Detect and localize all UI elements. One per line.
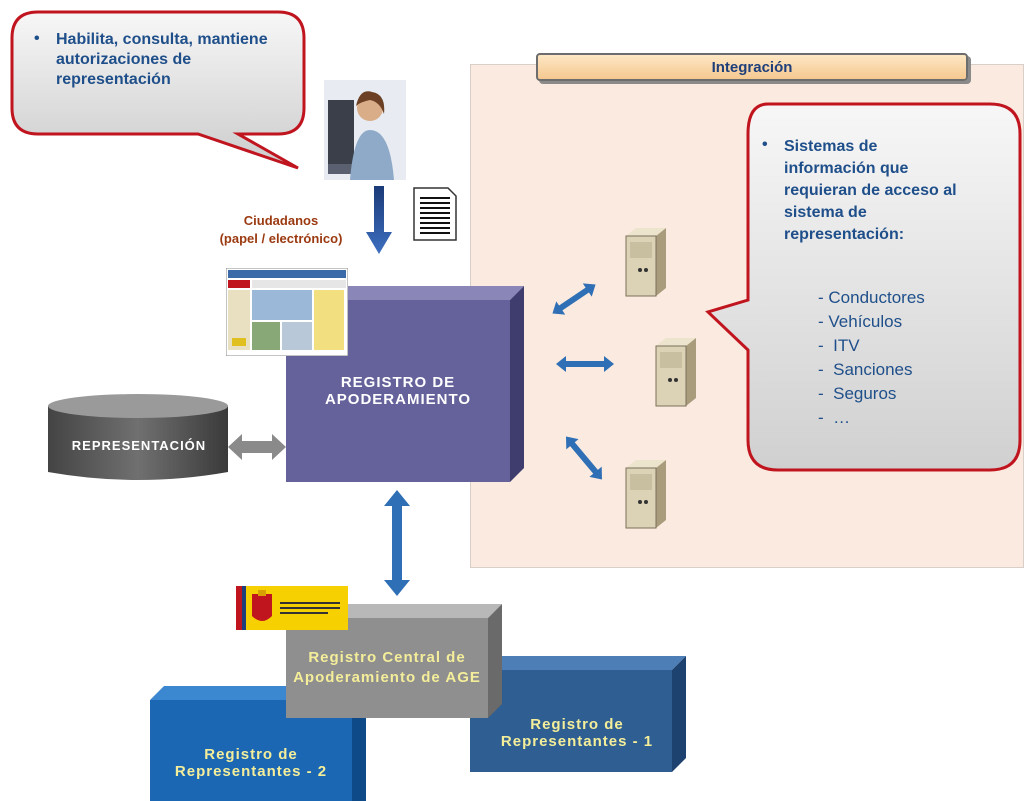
server-link-arrow-2-icon (556, 356, 614, 372)
callout-systems-text: Sistemas de información que requieran de… (784, 138, 957, 243)
systems-list: - Conductores - Vehículos - ITV - Sancio… (818, 286, 925, 430)
central-link-arrow-icon (384, 490, 410, 596)
document-icon (413, 187, 457, 241)
website-screenshot-image (226, 268, 348, 356)
registro-representantes-1-box: Registro de Representantes - 1 (500, 716, 654, 750)
callout-systems-bullet: • (762, 136, 768, 153)
database-link-arrow-icon (228, 434, 286, 460)
representacion-database (48, 394, 228, 480)
registro-representantes-1-box-3d (470, 656, 686, 772)
systems-list-item: - Seguros (818, 384, 897, 403)
server-link-arrow-3-icon (566, 436, 602, 480)
callout-user-bullet: • (34, 30, 40, 47)
systems-list-item: - ITV (818, 336, 860, 355)
representacion-label: REPRESENTACIÓN (71, 438, 207, 453)
integration-title: Integración (536, 53, 968, 81)
server-3-icon (625, 460, 666, 529)
registro-central-box-3d (286, 604, 502, 718)
server-1-icon (625, 228, 666, 297)
registro-representantes-2-box: Registro de Representantes - 2 (174, 745, 328, 780)
citizens-label-line2: (papel / electrónico) (219, 231, 343, 246)
systems-list-item: - Sanciones (818, 360, 913, 379)
systems-list-item: - Conductores (818, 288, 925, 307)
registro-apoderamiento-box: REGISTRO DE APODERAMIENTO (286, 300, 510, 482)
citizens-label-line1: Ciudadanos (243, 213, 319, 228)
citizens-label: Ciudadanos (papel / electrónico) (206, 212, 356, 248)
registro-apoderamiento-line2: APODERAMIENTO (324, 391, 472, 408)
user-at-computer-image (324, 80, 406, 180)
registro-apoderamiento-line1: REGISTRO DE (340, 374, 456, 391)
server-link-arrow-1-icon (552, 283, 596, 315)
down-arrow-icon (366, 186, 392, 254)
ministerio-logo (236, 586, 348, 630)
server-2-icon (655, 338, 696, 407)
callout-user-bubble (10, 10, 306, 170)
callout-user-text: Habilita, consulta, mantiene autorizacio… (56, 31, 268, 88)
callout-systems-bubble (705, 102, 1022, 472)
registro-central-box: Registro Central de Apoderamiento de AGE (293, 649, 481, 686)
systems-list-item: - Vehículos (818, 312, 903, 331)
systems-list-item: - … (818, 408, 851, 427)
